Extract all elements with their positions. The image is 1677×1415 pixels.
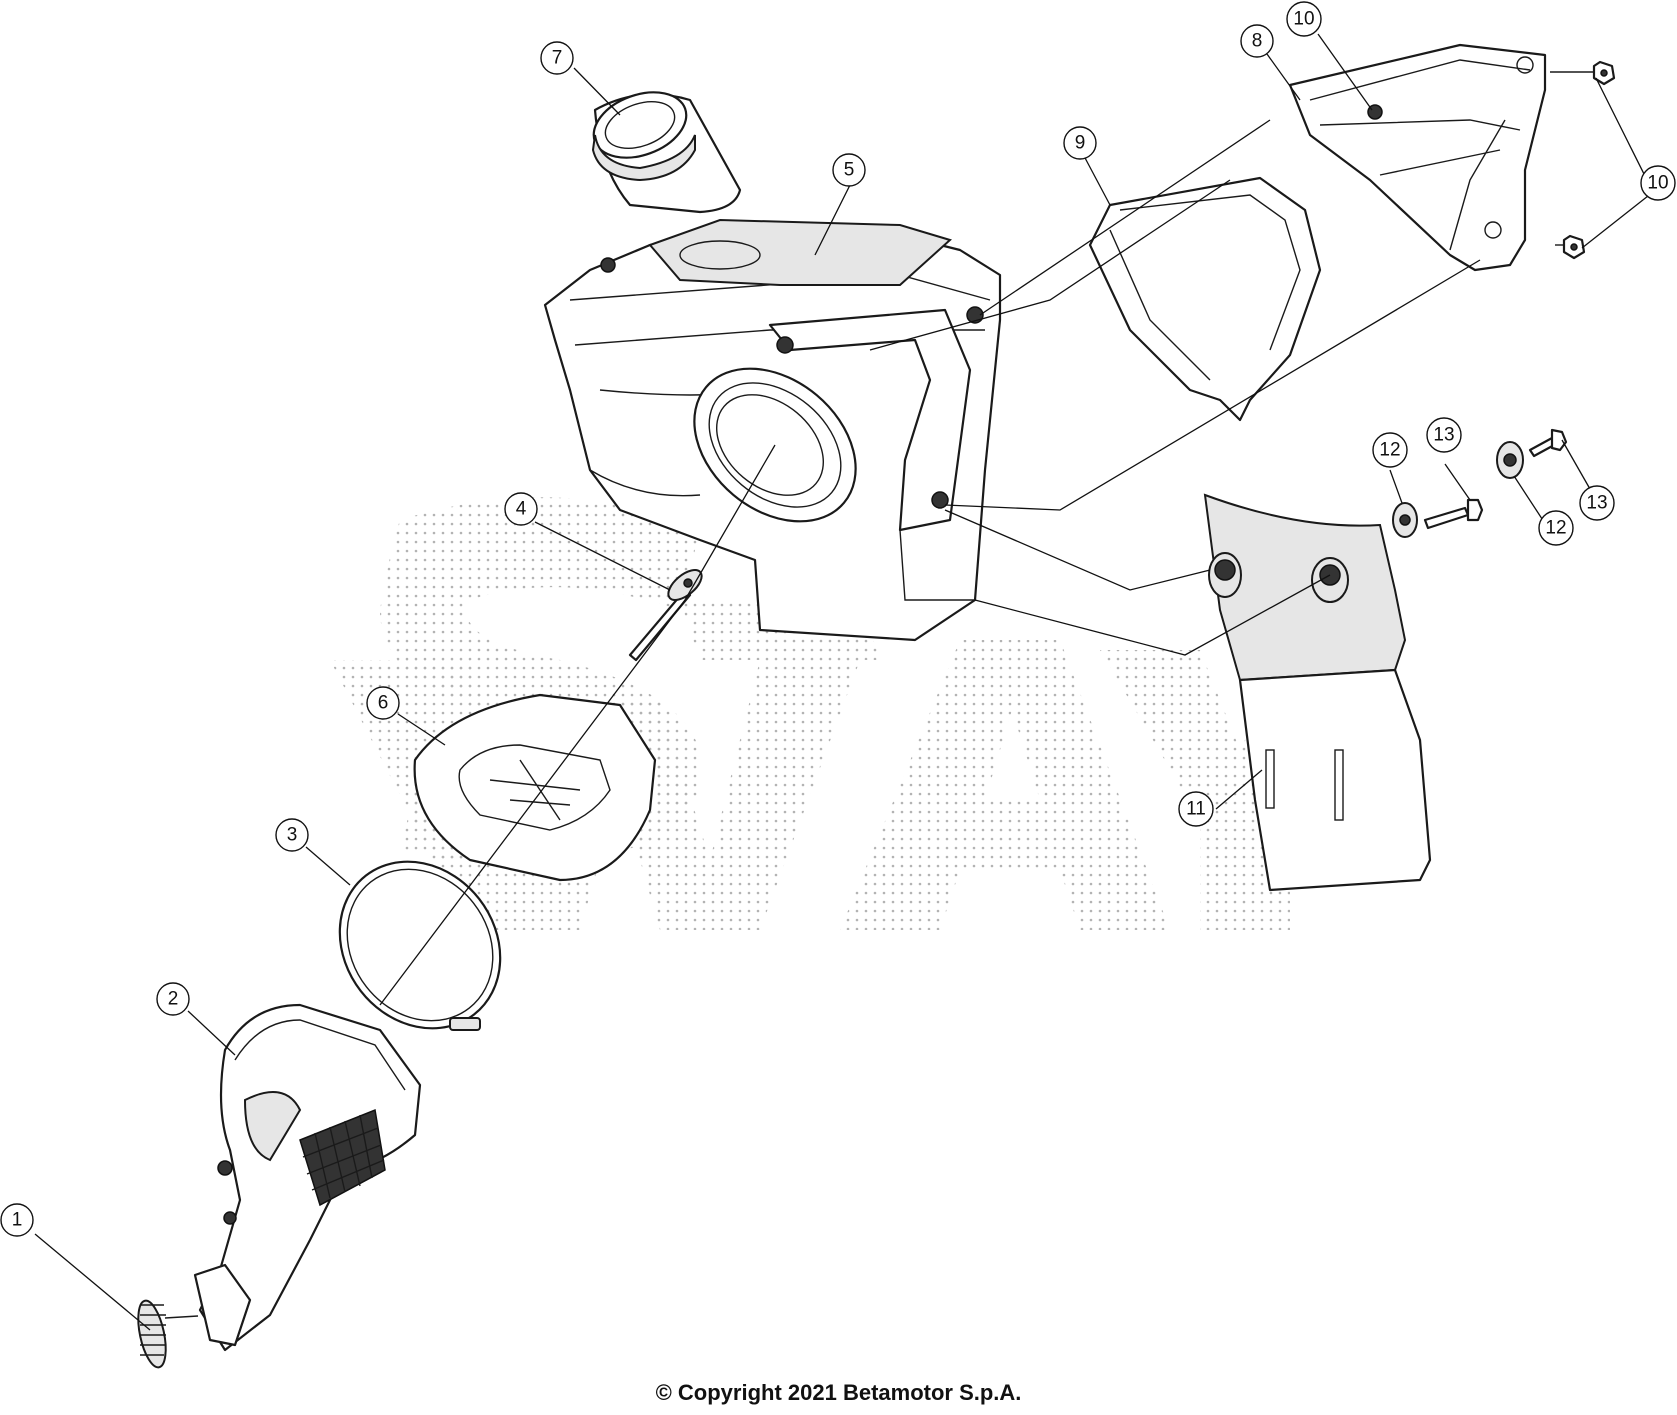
svg-text:13: 13 — [1433, 425, 1454, 446]
svg-text:6: 6 — [378, 693, 389, 714]
air-filter — [413, 693, 657, 882]
callout-13-left: 13 — [1426, 417, 1462, 453]
svg-text:10: 10 — [1647, 173, 1668, 194]
clamp-band — [338, 860, 502, 1031]
svg-text:5: 5 — [844, 160, 855, 181]
callout-1: 1 — [0, 1203, 34, 1237]
callout-11: 11 — [1178, 791, 1214, 827]
callout-10-right: 10 — [1640, 165, 1676, 201]
callout-7: 7 — [540, 41, 574, 75]
filter-bolt — [628, 569, 703, 662]
assembly-lines — [379, 119, 1481, 1006]
callout-4: 4 — [504, 492, 538, 526]
svg-text:10: 10 — [1293, 9, 1314, 30]
svg-text:12: 12 — [1545, 518, 1566, 539]
callout-5: 5 — [832, 153, 866, 187]
bolt-10-top — [1550, 60, 1616, 86]
svg-text:9: 9 — [1075, 133, 1086, 154]
callout-2: 2 — [156, 982, 190, 1016]
screw-13-left — [1423, 498, 1484, 530]
callout-13-right: 13 — [1579, 485, 1615, 521]
svg-text:12: 12 — [1379, 440, 1400, 461]
screw-13-right — [1528, 428, 1568, 458]
bolt-10-bottom — [1555, 234, 1586, 260]
grommet-12-left — [1392, 502, 1418, 538]
svg-text:1: 1 — [12, 1210, 23, 1231]
callout-12-right: 12 — [1538, 510, 1574, 546]
copyright-notice: © Copyright 2021 Betamotor S.p.A. — [655, 1380, 1022, 1405]
callout-8: 8 — [1240, 24, 1274, 58]
hose-clamp — [137, 1299, 199, 1369]
airbox-body — [543, 218, 1002, 642]
lower-duct — [1203, 493, 1432, 892]
svg-text:11: 11 — [1186, 799, 1206, 820]
callout-12-left: 12 — [1372, 432, 1408, 468]
callout-3: 3 — [275, 818, 309, 852]
inlet-cap — [591, 91, 742, 214]
intake-grid — [299, 1108, 386, 1207]
svg-text:7: 7 — [552, 48, 563, 69]
callout-9: 9 — [1063, 126, 1097, 160]
callout-6: 6 — [366, 686, 400, 720]
callout-10-top: 10 — [1286, 1, 1322, 37]
side-panel — [1288, 43, 1547, 272]
intake-duct — [193, 1003, 422, 1352]
grommet-12-right — [1496, 441, 1524, 479]
svg-text:13: 13 — [1586, 493, 1607, 514]
side-duct — [1088, 176, 1322, 422]
svg-text:3: 3 — [287, 825, 298, 846]
svg-text:4: 4 — [516, 499, 527, 520]
svg-text:2: 2 — [168, 989, 179, 1010]
svg-text:8: 8 — [1252, 31, 1263, 52]
